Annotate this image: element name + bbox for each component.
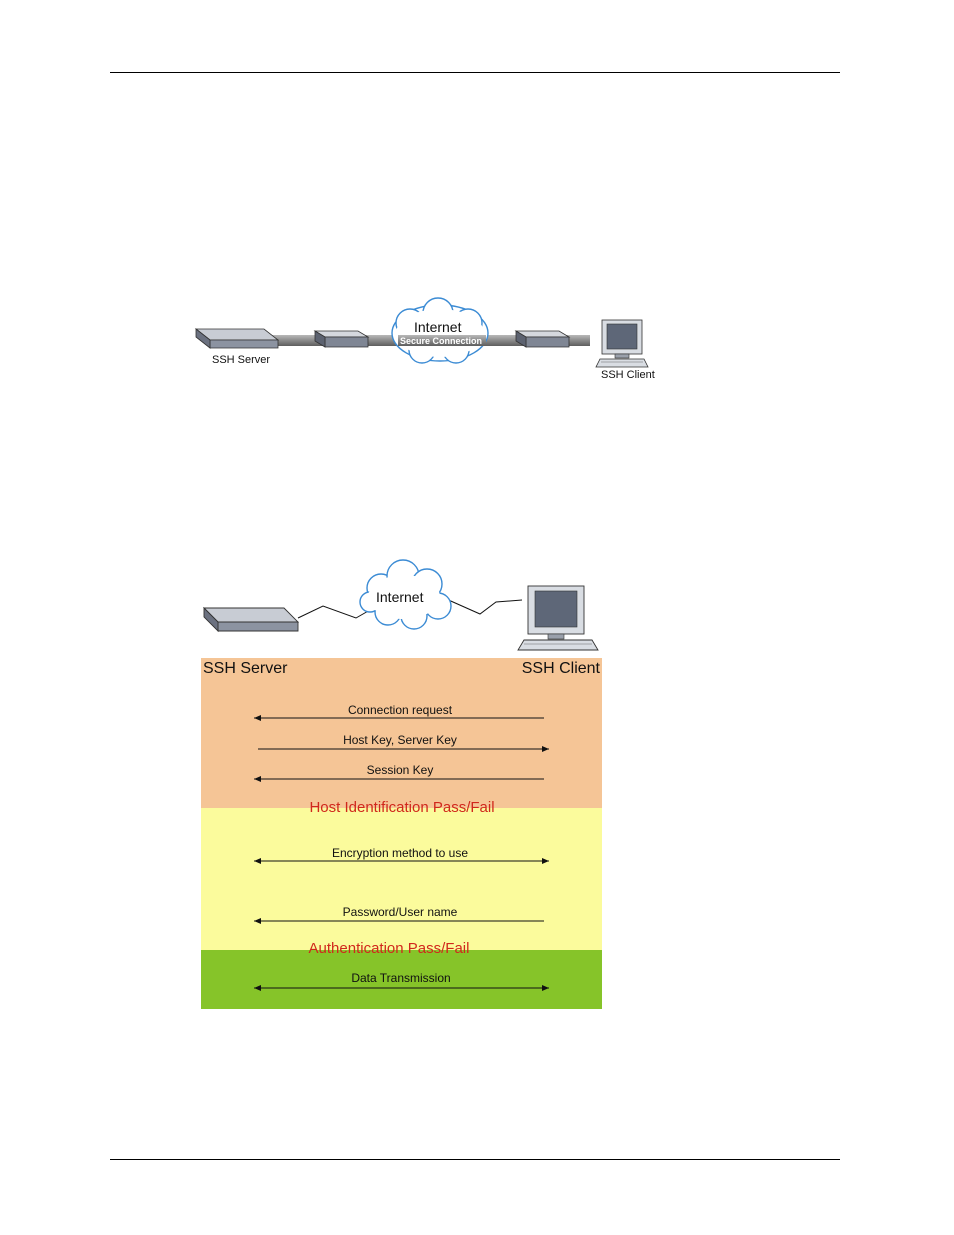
server-link-line	[298, 606, 370, 618]
authentication-band	[201, 808, 602, 950]
footer-rule	[110, 1159, 840, 1160]
fig1-internet-label: Internet	[414, 319, 462, 335]
message-label: Connection request	[348, 703, 453, 717]
authentication-label: Authentication Pass/Fail	[309, 940, 470, 957]
ssh-client-computer-icon	[596, 320, 648, 367]
ssh-sequence-diagram: Internet SSH Server SSH Client Connectio…	[198, 558, 608, 1013]
router-icon	[315, 331, 368, 347]
fig1-ssh-server-label: SSH Server	[212, 354, 270, 366]
secure-connection-label: Secure Connection	[400, 336, 482, 346]
message-label: Host Key, Server Key	[343, 733, 457, 747]
message-label: Session Key	[367, 763, 434, 777]
message-label: Data Transmission	[351, 971, 450, 985]
fig2-ssh-server-label: SSH Server	[203, 660, 288, 677]
header-rule	[110, 72, 840, 73]
ssh-connection-diagram: SSH Server Internet Secure Connection SS…	[190, 295, 670, 387]
ssh-client-computer-icon	[518, 586, 598, 650]
client-link-line	[444, 598, 522, 614]
message-label: Encryption method to use	[332, 846, 468, 860]
ssh-server-icon	[204, 608, 298, 631]
message-label: Password/User name	[343, 905, 458, 919]
fig1-ssh-client-label: SSH Client	[601, 369, 655, 381]
ssh-server-icon	[196, 329, 278, 348]
host-identification-label: Host Identification Pass/Fail	[309, 799, 494, 816]
fig2-ssh-client-label: SSH Client	[522, 660, 601, 677]
fig2-internet-label: Internet	[376, 589, 424, 605]
router-icon	[516, 331, 569, 347]
